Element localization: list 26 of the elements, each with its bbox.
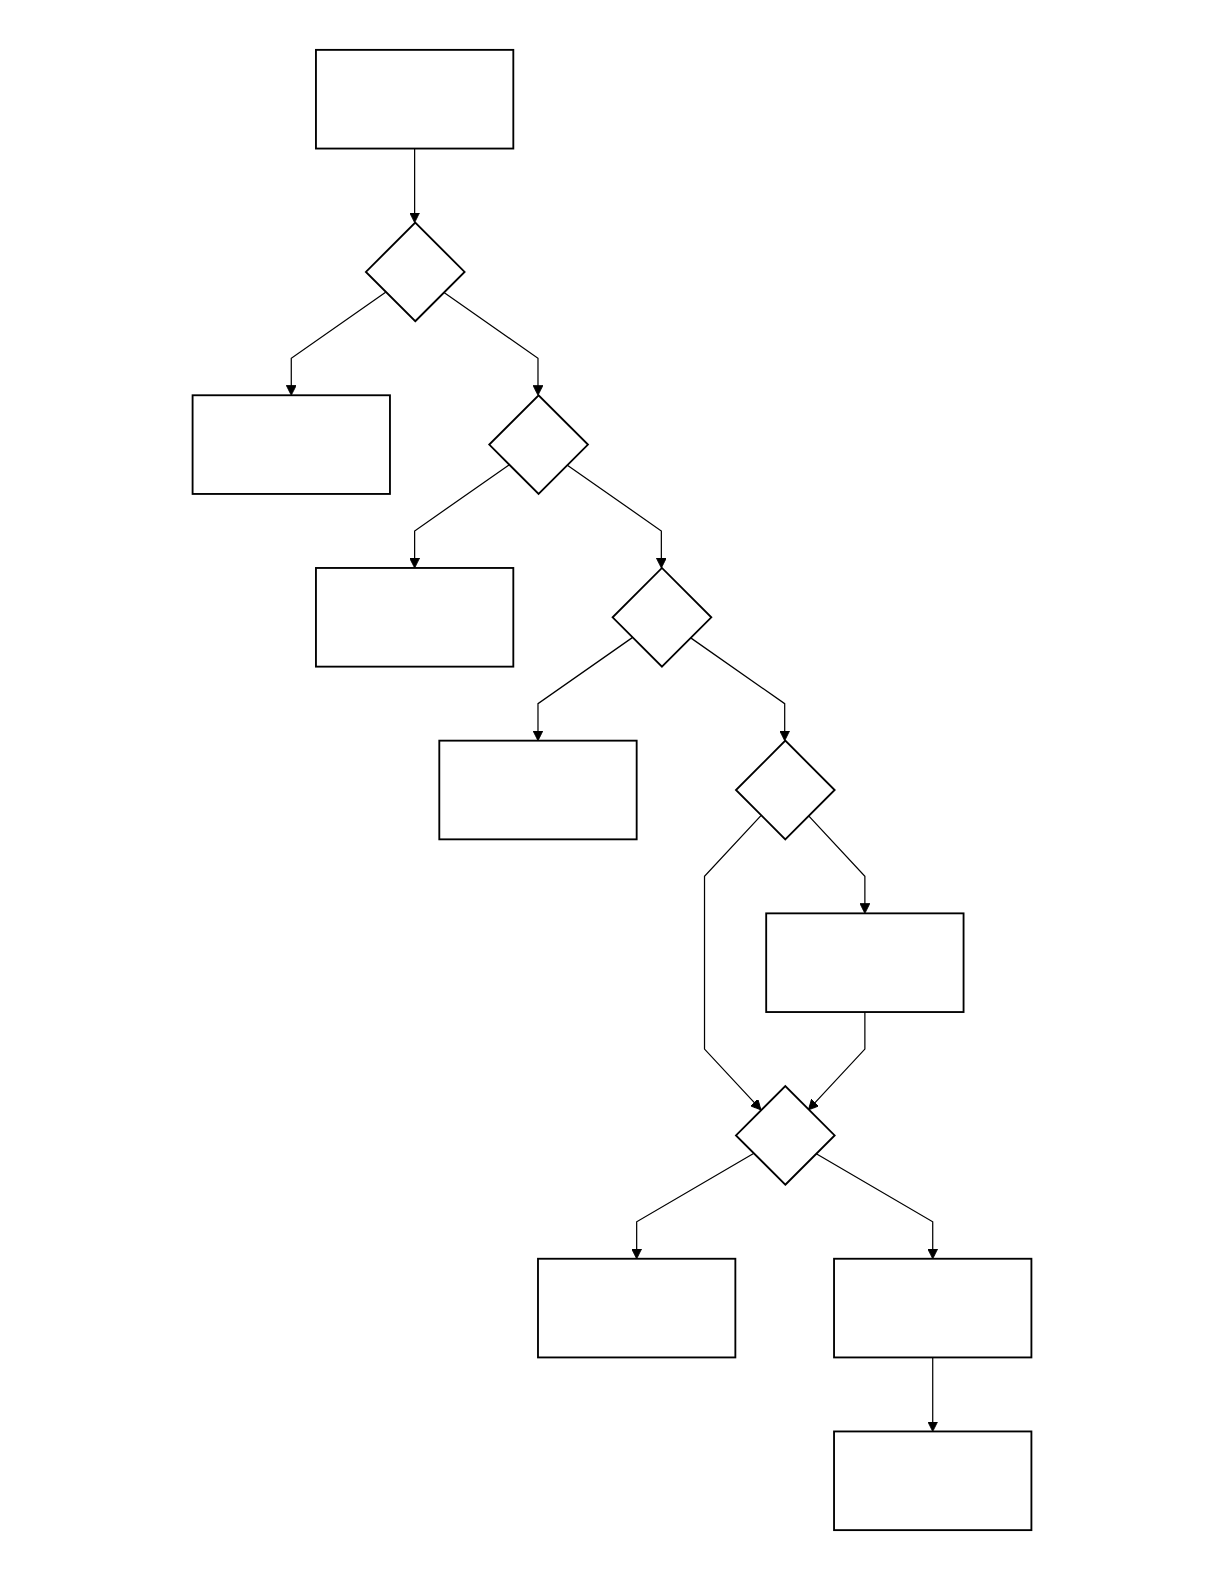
decision-diamond xyxy=(734,739,836,841)
arrow xyxy=(285,291,387,396)
decision-diamond xyxy=(734,1084,836,1187)
process-box xyxy=(438,739,638,841)
arrow xyxy=(409,147,421,224)
arrow xyxy=(631,1152,755,1260)
arrow xyxy=(815,1152,939,1260)
process-box xyxy=(315,48,515,150)
process-box xyxy=(833,1257,1033,1359)
decision-diamond xyxy=(611,566,713,668)
arrow xyxy=(689,637,791,742)
process-box xyxy=(765,912,965,1013)
arrow xyxy=(703,814,762,1111)
process-box xyxy=(191,394,391,495)
arrow xyxy=(532,637,633,742)
process-box xyxy=(315,567,515,668)
decision-diamond xyxy=(364,221,466,323)
arrow xyxy=(409,464,510,569)
arrow xyxy=(807,814,871,914)
decision-diamond xyxy=(487,393,590,496)
arrow xyxy=(807,1011,866,1111)
process-box xyxy=(833,1430,1033,1532)
process-box xyxy=(537,1257,737,1359)
arrow xyxy=(927,1356,939,1432)
arrow xyxy=(566,464,667,569)
arrow xyxy=(443,291,544,396)
